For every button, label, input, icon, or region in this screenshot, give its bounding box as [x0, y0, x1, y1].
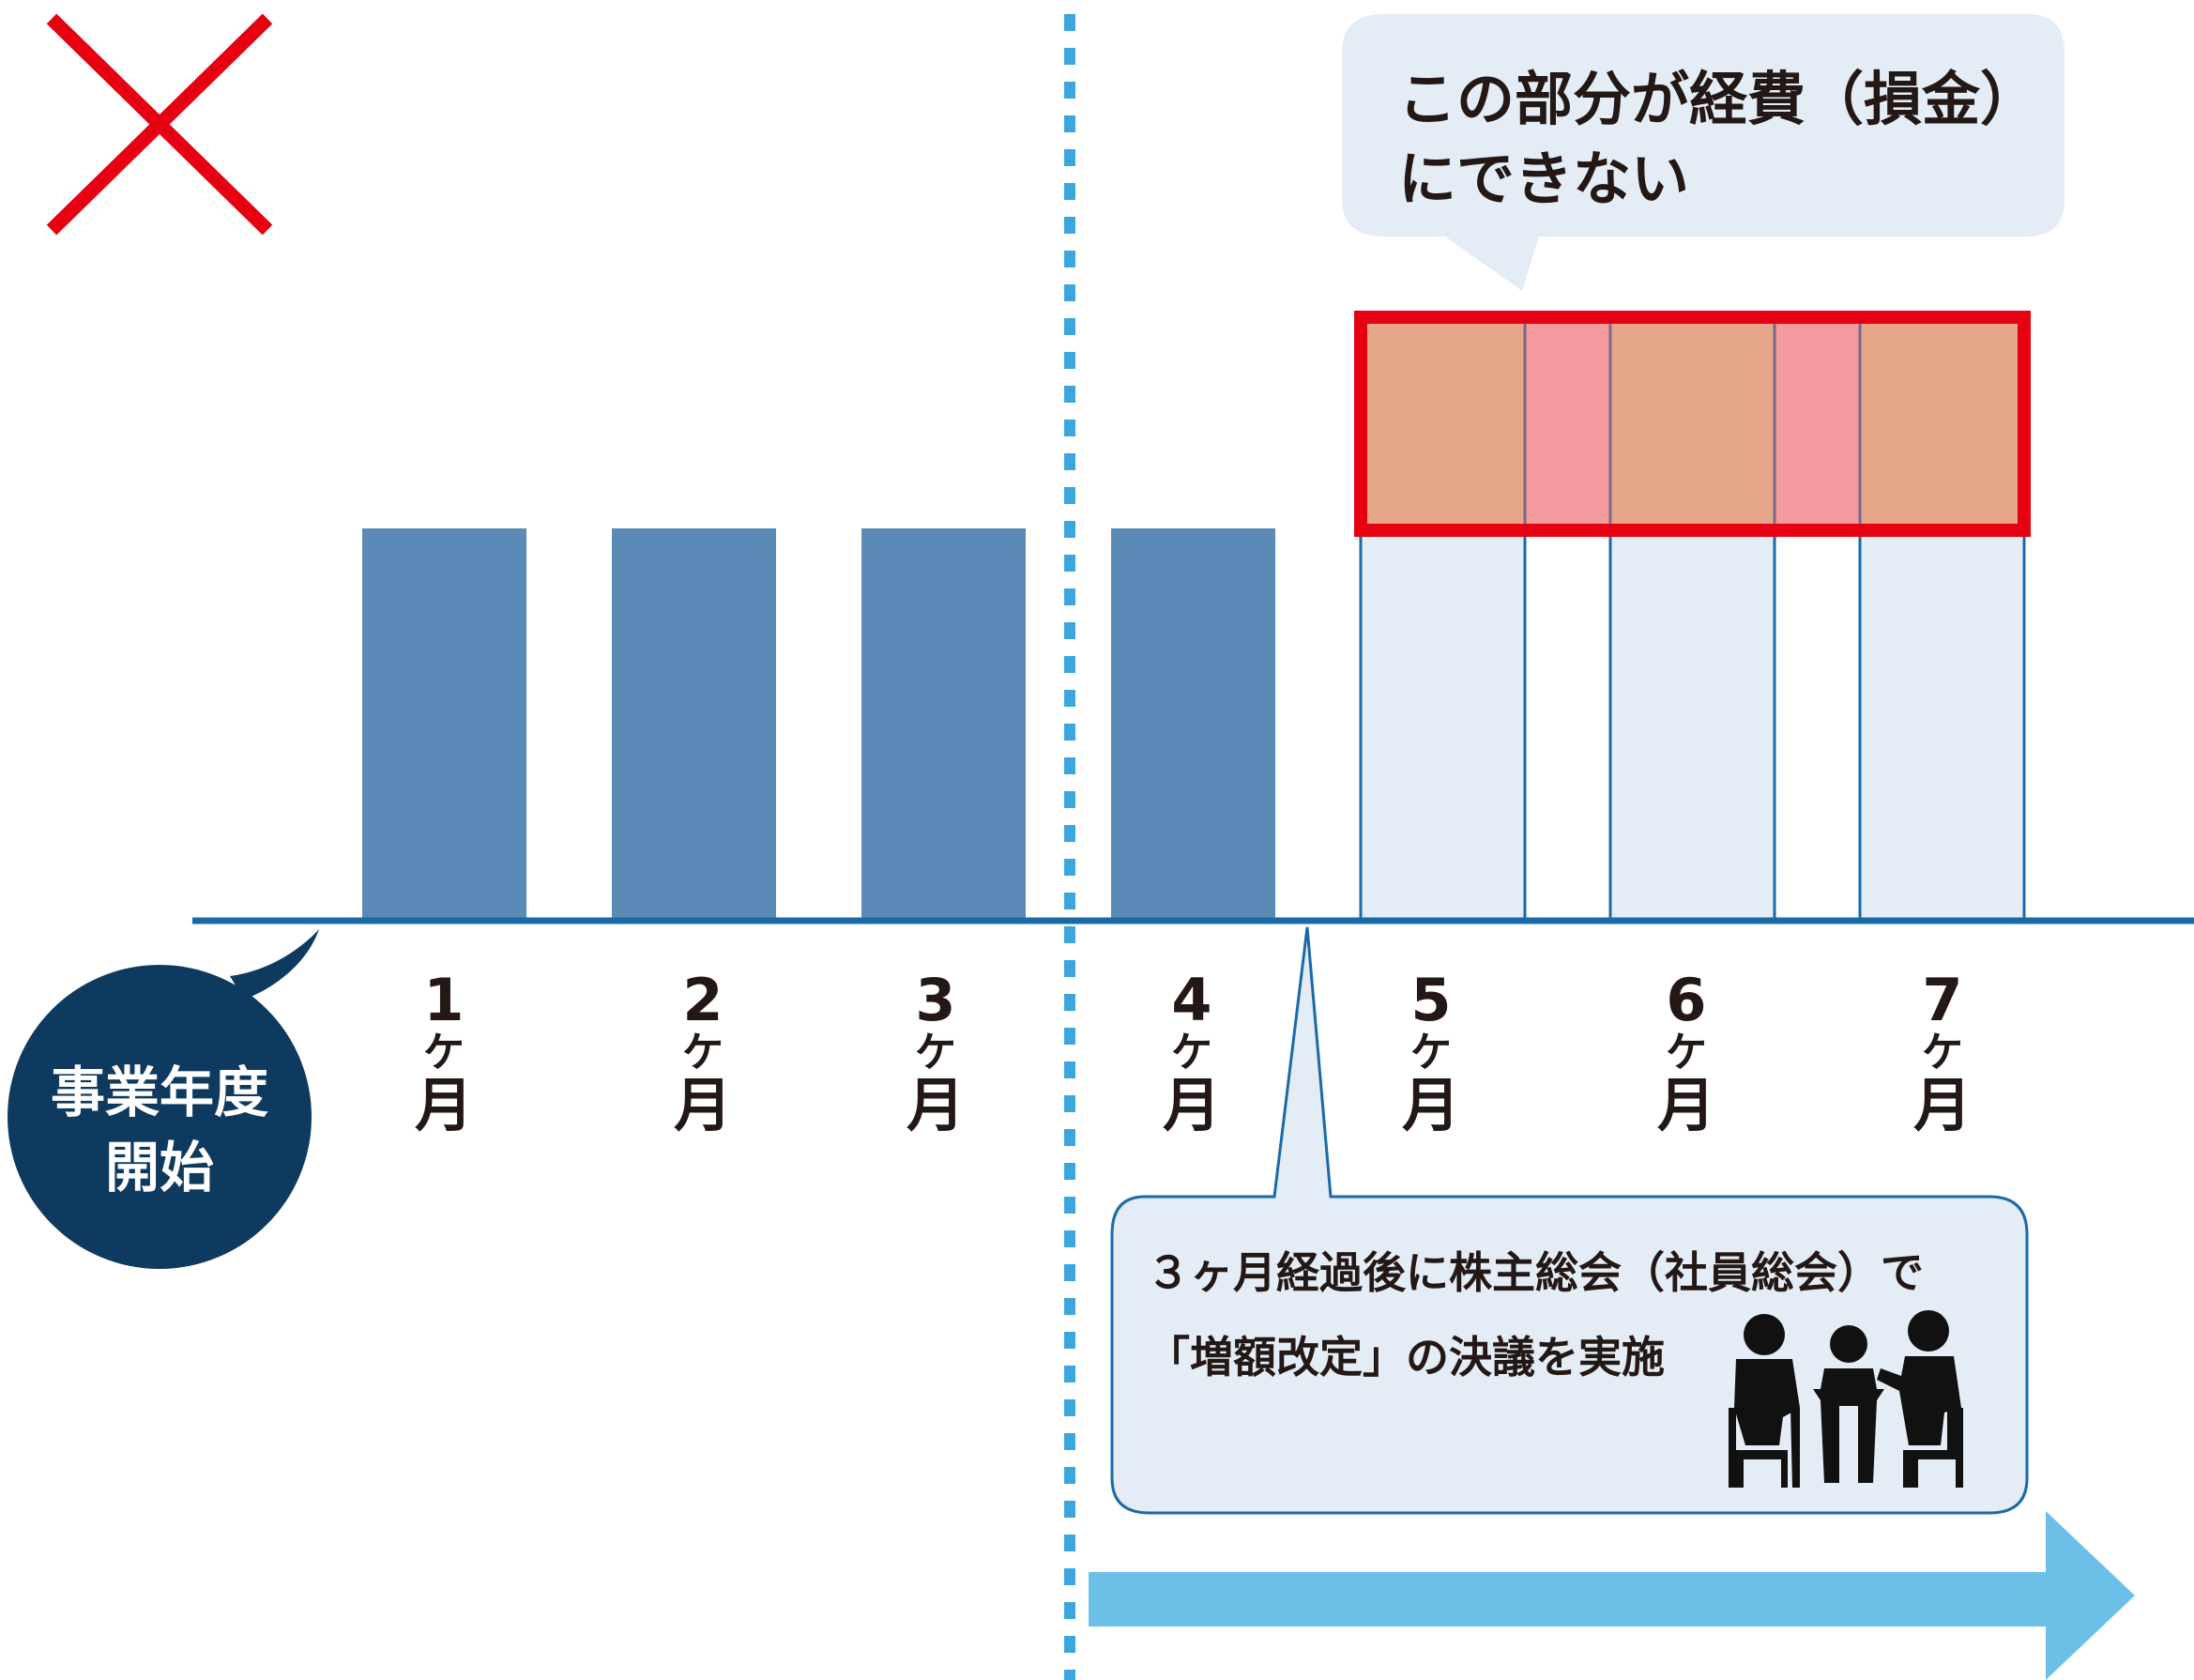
bar-month-2: [612, 528, 776, 920]
fiscal-year-start-line1: 事業年度: [50, 1061, 268, 1124]
highlight-border: [1354, 311, 2031, 537]
callout-bottom-bubble: [1110, 926, 2029, 1515]
dark-bars: [362, 528, 1275, 920]
callout-top-line1: この部分が経費（損金）: [1398, 65, 2039, 133]
bar-month-1: [362, 528, 526, 920]
time-arrow: [1089, 1511, 2135, 1680]
meeting-people-icon: [1729, 1310, 1963, 1488]
non-deductible-region: [1354, 311, 2031, 537]
callout-top-bubble: [1342, 14, 2064, 291]
callout-bottom-line2: 「増額改定」の決議を実施: [1147, 1332, 1665, 1382]
bar-month-7-light: [1858, 528, 2026, 922]
callout-top-line2: にできない: [1398, 145, 1690, 213]
bar-month-5-light: [1359, 528, 1527, 922]
gap-dividers: [1523, 530, 1862, 920]
bar-month-3: [861, 528, 1026, 920]
light-bars: [1359, 528, 2026, 922]
fiscal-year-start-line2: 開始: [104, 1136, 214, 1199]
cross-icon: [46, 13, 273, 236]
fiscal-year-start-badge: [8, 929, 319, 1269]
bar-month-4: [1111, 528, 1275, 920]
callout-bottom-line1: ３ヶ月経過後に株主総会（社員総会）で: [1147, 1247, 1924, 1298]
bar-month-6-light: [1608, 528, 1776, 922]
